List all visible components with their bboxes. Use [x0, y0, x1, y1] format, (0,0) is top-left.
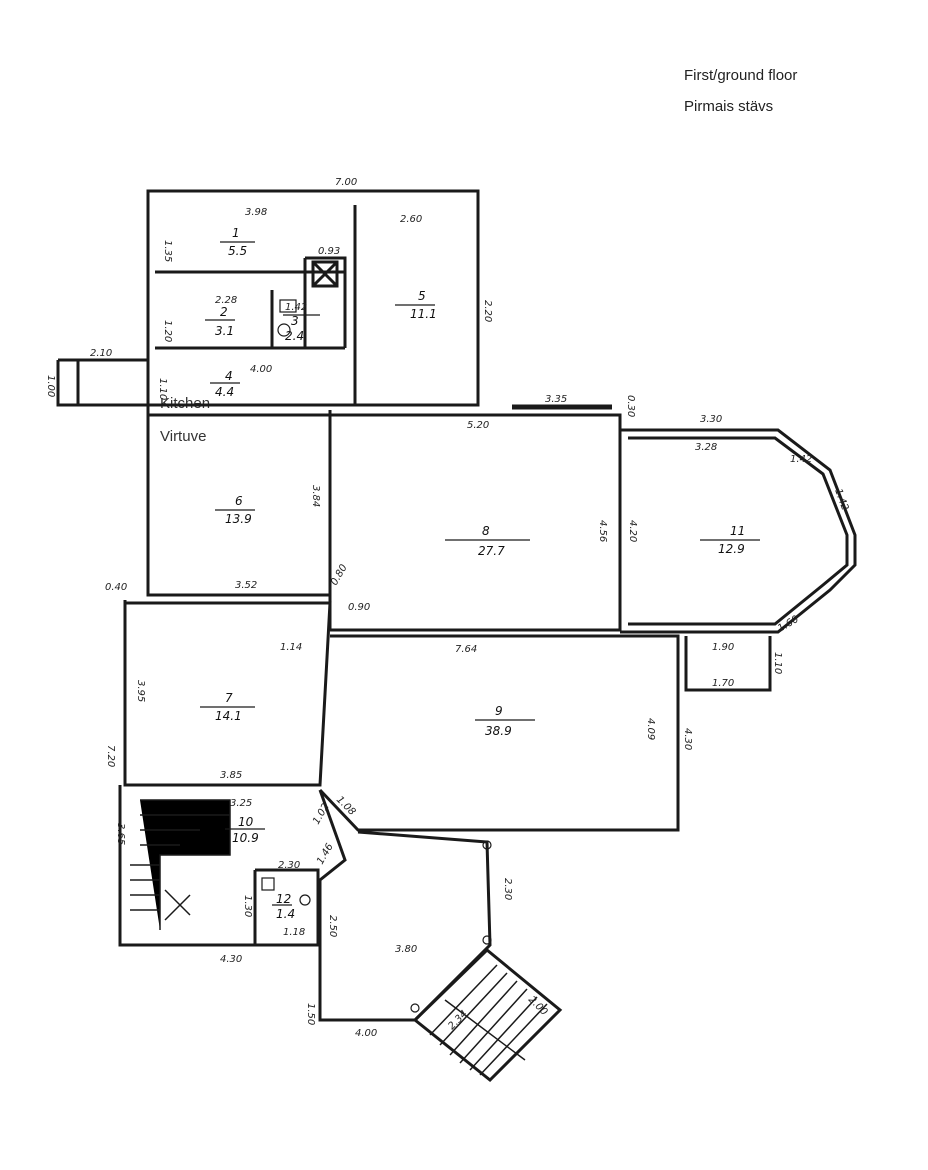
- room-9-area: 38.9: [485, 724, 512, 738]
- svg-text:2.20: 2.20: [482, 300, 493, 322]
- svg-text:7.20: 7.20: [105, 745, 116, 767]
- wall-porch-entry: [56, 358, 148, 407]
- svg-text:2.30: 2.30: [502, 878, 513, 900]
- room-1-number: 1: [232, 226, 240, 240]
- dimension-labels: 7.00 3.98 2.60 1.35 0.93 2.28 1.42 1.20 …: [45, 177, 850, 1039]
- svg-text:1.90: 1.90: [712, 642, 734, 653]
- room-labels: 1 5.5 2 3.1 3 2.4 4 4.4 5 11.1 6 13.9 7 …: [215, 226, 745, 921]
- interior-staircase: [130, 799, 231, 930]
- svg-text:7.64: 7.64: [455, 644, 477, 655]
- room-7-area: 14.1: [215, 709, 242, 723]
- svg-text:1.60: 1.60: [776, 614, 801, 635]
- room-11-number: 11: [730, 524, 745, 538]
- room-4-number: 4: [225, 369, 233, 383]
- svg-text:1.42: 1.42: [790, 454, 812, 465]
- svg-text:1.14: 1.14: [280, 642, 302, 653]
- plan-header: First/ground floor Pirmais stävs: [684, 60, 797, 122]
- title-latvian: Pirmais stävs: [684, 98, 774, 115]
- room-5-number: 5: [418, 289, 426, 303]
- svg-text:1.20: 1.20: [162, 320, 173, 342]
- svg-text:4.30: 4.30: [682, 728, 693, 750]
- room-1-area: 5.5: [228, 244, 247, 258]
- room-6-area: 13.9: [225, 512, 252, 526]
- svg-text:4.00: 4.00: [250, 364, 272, 375]
- svg-text:1.08: 1.08: [334, 794, 358, 818]
- room-11-area: 12.9: [718, 542, 745, 556]
- svg-text:3.30: 3.30: [700, 414, 722, 425]
- wall-upper-block: [146, 189, 480, 407]
- svg-text:3.35: 3.35: [545, 394, 567, 405]
- svg-text:3.25: 3.25: [230, 798, 252, 809]
- svg-text:1.50: 1.50: [305, 1003, 316, 1025]
- room-3-number: 3: [291, 314, 299, 328]
- svg-text:1.70: 1.70: [712, 678, 734, 689]
- svg-text:1.30: 1.30: [242, 895, 253, 917]
- room-9-number: 9: [495, 704, 503, 718]
- room-7-number: 7: [225, 691, 233, 705]
- svg-text:3.95: 3.95: [135, 680, 146, 702]
- svg-text:3.65: 3.65: [115, 823, 126, 845]
- wall-room-8: [330, 413, 622, 632]
- room-3-area: 2.4: [285, 329, 304, 343]
- svg-text:3.98: 3.98: [245, 207, 267, 218]
- room-tick-marks: [200, 241, 760, 906]
- svg-text:2.30: 2.30: [278, 860, 300, 871]
- svg-text:4.30: 4.30: [220, 954, 242, 965]
- svg-text:1.10: 1.10: [772, 652, 783, 674]
- svg-text:2.60: 2.60: [400, 214, 422, 225]
- room-4-area: 4.4: [215, 385, 234, 399]
- svg-text:1.18: 1.18: [283, 927, 305, 938]
- wall-room-11-bay: [620, 428, 857, 634]
- bathroom-fixtures: [261, 299, 492, 1013]
- wall-room-9: [318, 634, 680, 832]
- svg-text:3.84: 3.84: [310, 485, 321, 507]
- room-2-area: 3.1: [215, 324, 234, 338]
- wall-room-12: [255, 868, 320, 945]
- svg-text:5.20: 5.20: [467, 420, 489, 431]
- svg-text:2.28: 2.28: [215, 295, 237, 306]
- svg-text:0.90: 0.90: [348, 602, 370, 613]
- svg-text:4.56: 4.56: [597, 520, 608, 542]
- svg-text:3.28: 3.28: [695, 442, 717, 453]
- room-6-number: 6: [235, 494, 243, 508]
- wall-room-3-box: [305, 256, 347, 348]
- svg-text:1.10: 1.10: [157, 378, 168, 400]
- kitchen-label-latvian: Virtuve: [160, 428, 207, 445]
- svg-text:0.40: 0.40: [105, 582, 127, 593]
- room-12-area: 1.4: [276, 907, 295, 921]
- svg-text:1.46: 1.46: [315, 842, 336, 867]
- terrace-stair-treads: [429, 964, 548, 1076]
- dim-top-total: 7.00: [335, 177, 357, 188]
- svg-text:0.93: 0.93: [318, 246, 340, 257]
- room-10-number: 10: [238, 815, 254, 829]
- svg-text:3.80: 3.80: [395, 944, 417, 955]
- svg-text:4.20: 4.20: [627, 520, 638, 542]
- title-english: First/ground floor: [684, 67, 798, 84]
- room-8-area: 27.7: [478, 544, 505, 558]
- svg-text:1.35: 1.35: [162, 240, 173, 262]
- room-2-number: 2: [220, 305, 228, 319]
- room-12-number: 12: [276, 892, 291, 906]
- svg-text:4.00: 4.00: [355, 1028, 377, 1039]
- svg-text:4.09: 4.09: [645, 718, 656, 740]
- svg-text:0.30: 0.30: [625, 395, 636, 417]
- svg-text:2.50: 2.50: [327, 915, 338, 937]
- svg-text:3.85: 3.85: [220, 770, 242, 781]
- room-8-number: 8: [482, 524, 490, 538]
- svg-text:3.52: 3.52: [235, 580, 257, 591]
- svg-text:1.00: 1.00: [45, 375, 56, 397]
- svg-text:2.34: 2.34: [446, 1009, 470, 1033]
- wall-terrace-stairs: [412, 947, 563, 1083]
- room-5-area: 11.1: [410, 307, 437, 321]
- svg-text:2.10: 2.10: [90, 348, 112, 359]
- room-10-area: 10.9: [232, 831, 259, 845]
- wall-room-6: [146, 405, 330, 597]
- svg-text:0.80: 0.80: [329, 563, 350, 588]
